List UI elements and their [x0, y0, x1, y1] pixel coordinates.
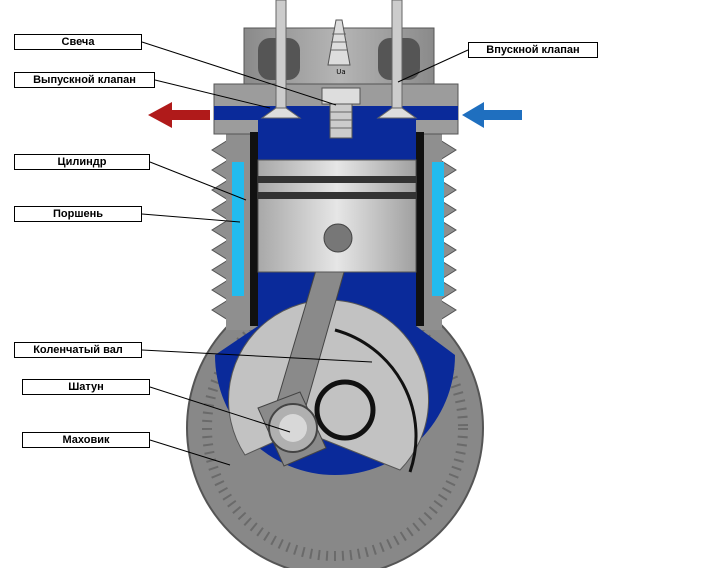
exhaust-arrow — [148, 102, 210, 128]
label-intake-valve: Впускной клапан — [468, 42, 598, 58]
connecting-rod — [257, 249, 349, 467]
label-exhaust-valve: Выпускной клапан — [14, 72, 155, 88]
exhaust-valve — [260, 0, 302, 119]
spark-plug-marking: Ua — [336, 68, 345, 76]
label-connecting-rod: Шатун — [22, 379, 150, 395]
cylinder-wall-left — [250, 132, 258, 326]
label-cylinder: Цилиндр — [14, 154, 150, 170]
coolant-channel-right — [432, 162, 444, 296]
label-spark-plug: Свеча — [14, 34, 142, 50]
label-flywheel: Маховик — [22, 432, 150, 448]
label-piston: Поршень — [14, 206, 142, 222]
piston — [257, 159, 417, 273]
spark-plug: Ua — [321, 19, 361, 139]
cylinder-wall-right — [416, 132, 424, 326]
intake-arrow — [462, 102, 522, 128]
leader-lines — [141, 41, 469, 466]
intake-valve — [376, 0, 418, 119]
label-crankshaft: Коленчатый вал — [14, 342, 142, 358]
coolant-channel-left — [232, 162, 244, 296]
